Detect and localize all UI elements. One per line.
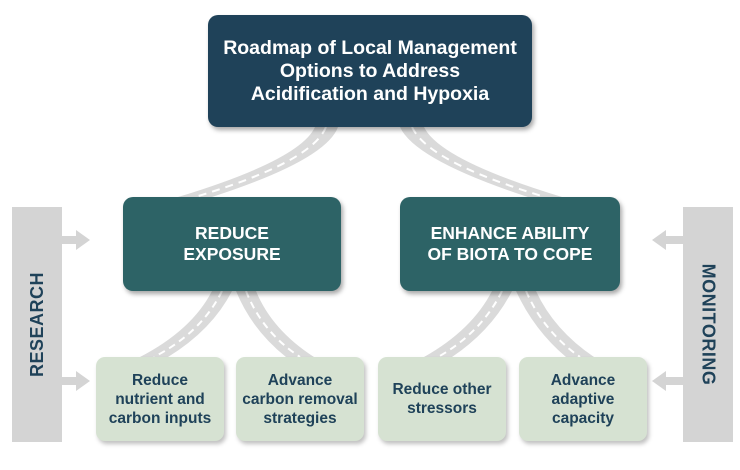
action-adaptive-capacity-box: Advance adaptive capacity: [519, 357, 647, 441]
road-centerline: [245, 290, 301, 358]
action-line: Reduce other: [392, 381, 492, 398]
title-line: Acidification and Hypoxia: [250, 82, 490, 105]
action-line: strategies: [263, 409, 337, 427]
strategy-line: ENHANCE ABILITY: [430, 223, 590, 243]
arrow-icon: [62, 230, 90, 250]
roadmap-title-box: Roadmap of Local Management Options to A…: [208, 15, 532, 127]
action-line: capacity: [551, 409, 615, 427]
action-line: carbon inputs: [108, 409, 212, 427]
title-line: Options to Address: [279, 59, 461, 82]
road-connector: [236, 291, 314, 357]
action-reduce-stressors-box: Reduce other stressors: [378, 357, 506, 441]
monitoring-bar: MONITORING: [683, 207, 733, 442]
road-centerline: [525, 290, 581, 358]
enhance-ability-box: ENHANCE ABILITY OF BIOTA TO COPE: [400, 197, 620, 291]
research-bar: RESEARCH: [12, 207, 62, 442]
arrow-icon: [652, 230, 683, 250]
action-reduce-inputs-box: Reduce nutrient and carbon inputs: [96, 357, 224, 441]
action-line: nutrient and: [115, 390, 205, 408]
action-line: Advance: [267, 371, 333, 389]
action-line: adaptive: [551, 390, 615, 408]
road-connector: [516, 291, 594, 357]
title-line: Roadmap of Local Management: [223, 36, 517, 59]
arrow-icon: [652, 371, 683, 391]
action-line: stressors: [407, 400, 477, 417]
road-connector: [140, 291, 232, 357]
arrow-icon: [62, 371, 90, 391]
road-centerline: [153, 290, 223, 358]
road-centerline: [411, 126, 546, 198]
reduce-exposure-box: REDUCE EXPOSURE: [123, 197, 341, 291]
strategy-line: EXPOSURE: [183, 244, 281, 264]
research-label: RESEARCH: [26, 271, 47, 378]
monitoring-label: MONITORING: [698, 263, 719, 386]
road-connector: [178, 127, 338, 197]
strategy-line: REDUCE: [195, 223, 269, 243]
action-line: Reduce: [131, 371, 188, 389]
road-connector: [424, 291, 512, 357]
action-line: carbon removal: [242, 390, 358, 408]
road-connector: [400, 127, 562, 197]
strategy-line: OF BIOTA TO COPE: [427, 244, 593, 264]
action-carbon-removal-box: Advance carbon removal strategies: [236, 357, 364, 441]
action-line: Advance: [550, 371, 616, 389]
